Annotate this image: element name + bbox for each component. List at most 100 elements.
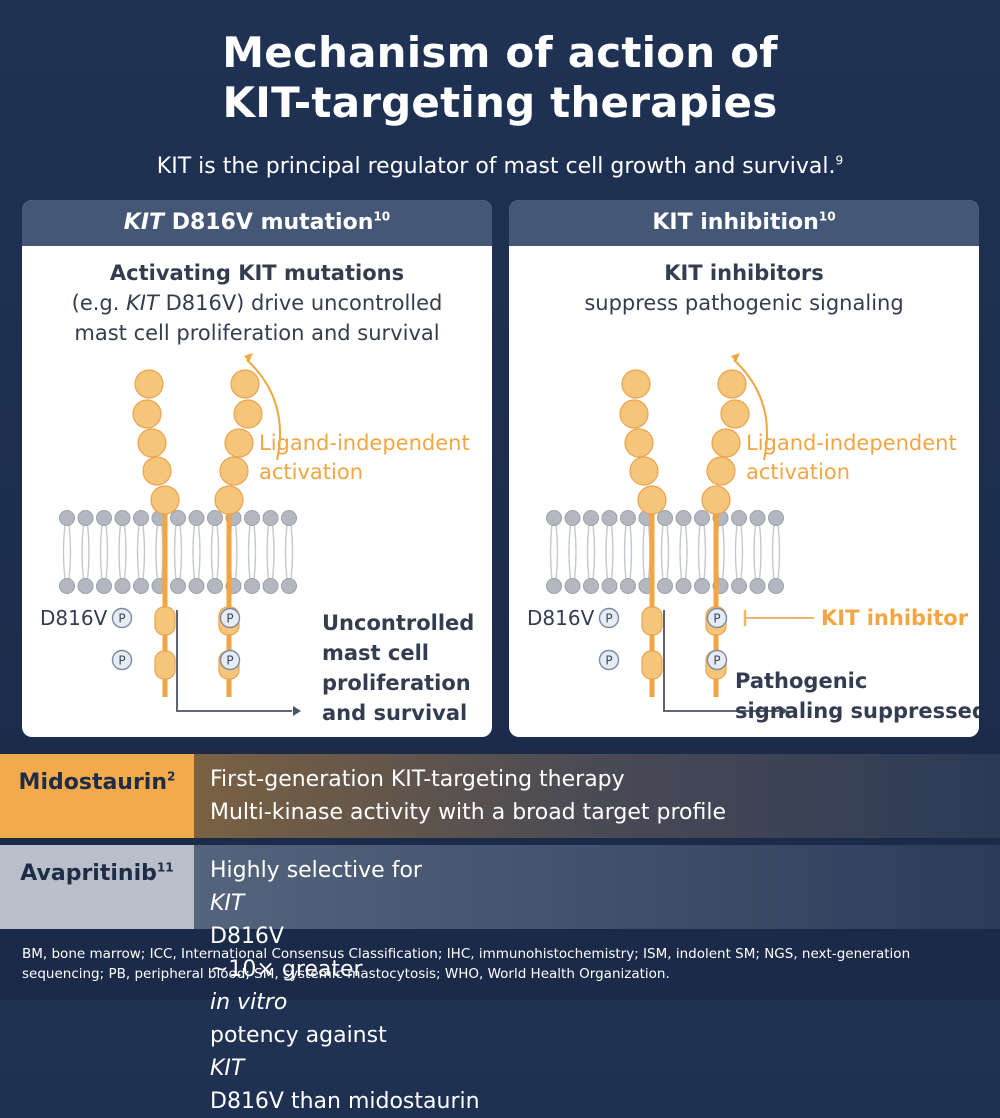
avapritinib-line-1: Highly selective for KIT D816V [210, 854, 1000, 953]
lipid-tail [86, 523, 90, 581]
outcome-label-line-1: Pathogenic [735, 669, 867, 693]
lipid-tail [105, 523, 109, 581]
lipid-tail [734, 523, 738, 581]
phosphate-circle [598, 607, 620, 629]
lipid-head [114, 578, 131, 594]
lipid-tail [771, 523, 775, 581]
avapritinib-line-2-pre: ~10× greater [210, 957, 363, 982]
avapritinib-line-2-italic-2: KIT [210, 1056, 245, 1081]
lipid-head [694, 510, 710, 526]
lipid-head [583, 510, 599, 526]
activation-arrow [733, 359, 768, 461]
activation-label-line-1: Ligand-independent [259, 431, 470, 455]
desc-bold: KIT inhibitors [664, 261, 824, 285]
lipid-head [170, 578, 186, 594]
outcome-label-line-2: signaling suppressed [735, 699, 979, 723]
lipid-tail [192, 523, 196, 581]
phosphate-label: P [226, 612, 233, 626]
avapritinib-line-2-post: D816V than midostaurin [210, 1089, 480, 1114]
phosphate-circle [219, 607, 241, 629]
lipid-head [564, 578, 581, 594]
phosphate-circle [598, 649, 620, 671]
lipid-head [188, 510, 205, 526]
midostaurin-label: Midostaurin2 [0, 754, 194, 838]
midostaurin-reference: 2 [167, 769, 176, 784]
kit-inhibition-panel-header: KIT inhibition10 [509, 200, 979, 246]
receptor-domain [134, 369, 164, 399]
lipid-head [281, 510, 297, 526]
lipid-head [620, 510, 636, 526]
lipid-tail [234, 523, 238, 581]
lipid-head [731, 510, 747, 526]
receptor-domain [137, 428, 167, 458]
lipid-tail [210, 523, 214, 581]
desc-line-3: mast cell proliferation and survival [74, 321, 440, 345]
lipid-head [583, 578, 599, 594]
header-italic-kit: KIT [123, 210, 165, 235]
receptor-domain [214, 485, 244, 515]
signaling-arrow [176, 610, 292, 712]
kit-mutation-panel-header: KIT D816V mutation10 [22, 200, 492, 246]
lipid-tail [155, 523, 159, 581]
lipid-head [244, 510, 260, 526]
lipid-tail [81, 523, 85, 581]
lipid-head [768, 578, 784, 594]
kinase-domain [641, 650, 663, 680]
lipid-tail [586, 523, 590, 581]
header-reference: 10 [818, 209, 836, 224]
receptor-domain [142, 456, 172, 486]
lipid-head [188, 578, 205, 594]
avapritinib-row: Avapritinib11 Highly selective for KIT D… [0, 845, 1000, 1114]
lipid-tail [266, 523, 270, 581]
avapritinib-line-1-post: D816V [210, 924, 284, 949]
lipid-tail [753, 523, 757, 581]
phosphate-label: P [713, 612, 720, 626]
receptor-domain [621, 369, 651, 399]
lipid-tail [62, 523, 66, 581]
lipid-tail [758, 523, 762, 581]
lipid-tail [68, 523, 72, 581]
phosphate-circle [706, 649, 728, 671]
avapritinib-reference: 11 [156, 860, 174, 875]
lipid-tail [679, 523, 683, 581]
lipid-tail [216, 523, 220, 581]
desc-bold: Activating KIT mutations [109, 261, 405, 285]
footer-line-2: sequencing; PB, peripheral blood; SM, sy… [22, 966, 670, 982]
lipid-tail [247, 523, 251, 581]
midostaurin-name: Midostaurin [18, 770, 168, 795]
lipid-head [546, 578, 562, 594]
lipid-tail [118, 523, 122, 581]
lipid-tail [623, 523, 627, 581]
activation-label-line-2: activation [746, 460, 850, 484]
header-text: D816V mutation [164, 210, 374, 235]
activation-arrow [246, 359, 281, 461]
midostaurin-line-1: First-generation KIT-targeting therapy [210, 767, 625, 792]
kit-inhibition-description: KIT inhibitors suppress pathogenic signa… [509, 258, 979, 318]
lipid-head [59, 510, 75, 526]
lipid-head [244, 578, 260, 594]
lipid-tail [284, 523, 288, 581]
lipid-tail [592, 523, 596, 581]
signaling-arrowhead [293, 706, 301, 716]
midostaurin-description: First-generation KIT-targeting therapy M… [194, 754, 1000, 838]
phosphate-circle [219, 649, 241, 671]
lipid-tail [271, 523, 275, 581]
abbreviations-footer: BM, bone marrow; ICC, International Cons… [22, 944, 982, 984]
receptor-domain [619, 399, 649, 429]
activation-arrowhead [731, 353, 740, 362]
subtitle-text: KIT is the principal regulator of mast c… [156, 154, 836, 179]
lipid-head [694, 578, 710, 594]
lipid-tail [290, 523, 294, 581]
receptor-domain [233, 399, 263, 429]
phosphate-circle [706, 607, 728, 629]
lipid-tail [123, 523, 127, 581]
receptor-domain [717, 369, 747, 399]
receptor-domain [150, 485, 180, 515]
avapritinib-line-1-pre: Highly selective for [210, 858, 422, 883]
phosphate-label: P [713, 654, 720, 668]
lipid-tail [629, 523, 633, 581]
lipid-head [207, 510, 223, 526]
kinase-domain [154, 650, 176, 680]
lipid-head [207, 578, 223, 594]
